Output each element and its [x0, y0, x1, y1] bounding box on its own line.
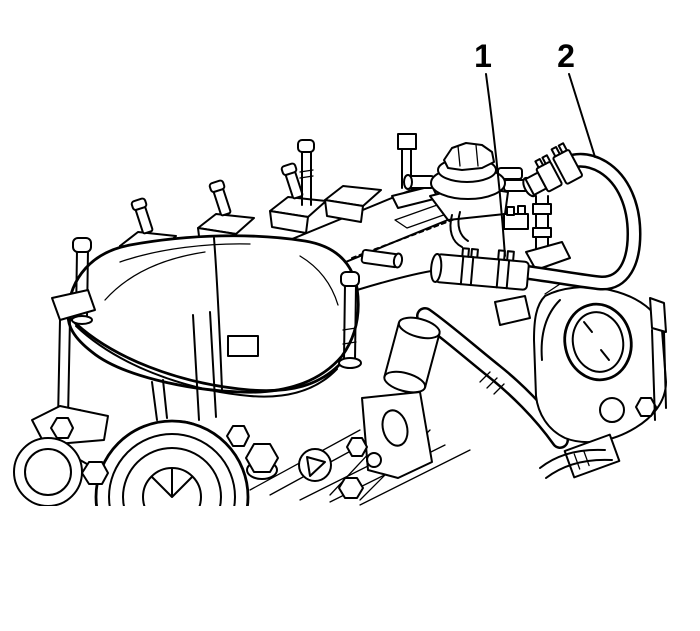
- throttle-bore: [563, 302, 633, 382]
- callout-2: 2: [557, 38, 596, 158]
- hose-connector-upper: [522, 142, 583, 198]
- round-boss: [298, 448, 332, 482]
- canister: [383, 316, 441, 394]
- manifold-stud-left: [71, 237, 93, 325]
- bolt: [338, 477, 364, 499]
- bolt: [81, 461, 109, 485]
- callout-1-leader: [485, 73, 506, 257]
- bolt: [50, 417, 74, 439]
- bolt: [245, 443, 279, 473]
- bolt: [635, 397, 657, 417]
- callout-2-leader: [568, 73, 596, 158]
- cover-stud: [297, 139, 315, 206]
- bolt: [226, 425, 250, 447]
- egr-valve-dome: [403, 142, 529, 248]
- callout-1: 1: [474, 38, 506, 257]
- intake-manifold: [49, 234, 404, 437]
- ignition-coil-towers: [119, 133, 439, 269]
- callout-2-label: 2: [557, 38, 575, 74]
- crop-mask: [0, 506, 700, 631]
- support-tube: [494, 195, 571, 326]
- manifold-stud-right: [338, 248, 404, 369]
- idler-pulley: [13, 437, 83, 507]
- pcv-hose: [430, 142, 642, 291]
- throttle-body: [533, 279, 667, 479]
- hose-fitting-lower: [430, 247, 530, 291]
- callout-1-label: 1: [474, 38, 492, 74]
